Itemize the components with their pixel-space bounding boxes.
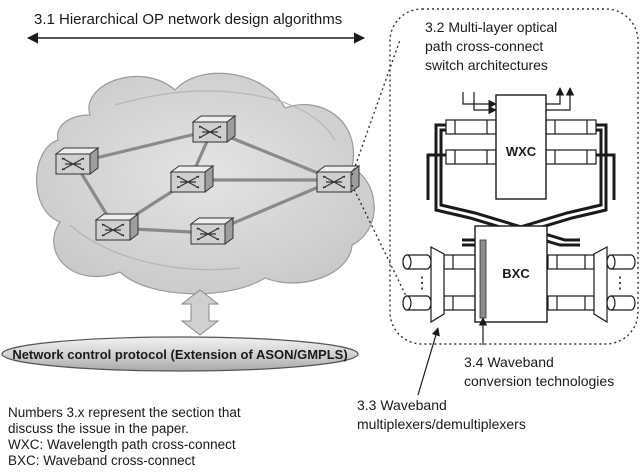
oxc-node-5 [95, 213, 139, 241]
legend-notes: Numbers 3.x represent the section that d… [8, 405, 348, 469]
section-3-2-label-line3: switch architectures [425, 57, 548, 73]
note-line-2: discuss the issue in the paper. [8, 421, 189, 436]
oxc-node-4 [316, 165, 360, 193]
ellipsis-left: ⋮ [414, 275, 430, 292]
wxc-add-drop-arrows [462, 87, 575, 115]
note-line-3: WXC: Wavelength path cross-connect [8, 437, 236, 452]
section-3-3-label-line1: 3.3 Waveband [357, 397, 447, 413]
control-protocol-label: Network control protocol (Extension of A… [12, 347, 347, 362]
oxc-node-3 [170, 165, 214, 193]
ellipsis-right: ⋮ [612, 275, 628, 292]
section-3-4-label-line1: 3.4 Waveband [464, 354, 554, 370]
wxc-box [495, 94, 547, 200]
section-3-2-label-line1: 3.2 Multi-layer optical [425, 19, 557, 35]
waveband-mux-left [430, 245, 445, 324]
oxc-node-1 [55, 147, 99, 175]
wxc-ports [445, 119, 597, 165]
wxc-label: WXC [506, 144, 537, 159]
zoom-line-bottom [351, 184, 409, 301]
bxc-label: BXC [502, 266, 530, 281]
note-line-4: BXC: Waveband cross-connect [8, 453, 196, 468]
fiber-cylinders [402, 254, 636, 311]
cloud-inner-contour-2 [69, 224, 241, 271]
zoom-line-top [351, 39, 401, 176]
note-line-1: Numbers 3.x represent the section that [8, 405, 241, 420]
control-link-arrow [180, 289, 220, 336]
oxc-node-2 [192, 115, 236, 143]
section-3-4-label-line2: conversion technologies [464, 373, 614, 389]
section-3-2-label-line2: path cross-connect [425, 38, 543, 54]
waveband-demux-right [593, 245, 608, 324]
section-3-1-label: 3.1 Hierarchical OP network design algor… [34, 11, 342, 28]
bxc-box [474, 225, 548, 323]
node-architecture-panel [389, 8, 639, 345]
pointer-3-3-left [417, 327, 440, 396]
section-3-3-label-line2: multiplexers/demultiplexers [357, 416, 526, 432]
cloud-inner-contour [114, 90, 336, 141]
waveband-conversion-bar [479, 239, 487, 319]
control-protocol-ellipse [1, 336, 359, 372]
oxc-node-6 [190, 217, 234, 245]
